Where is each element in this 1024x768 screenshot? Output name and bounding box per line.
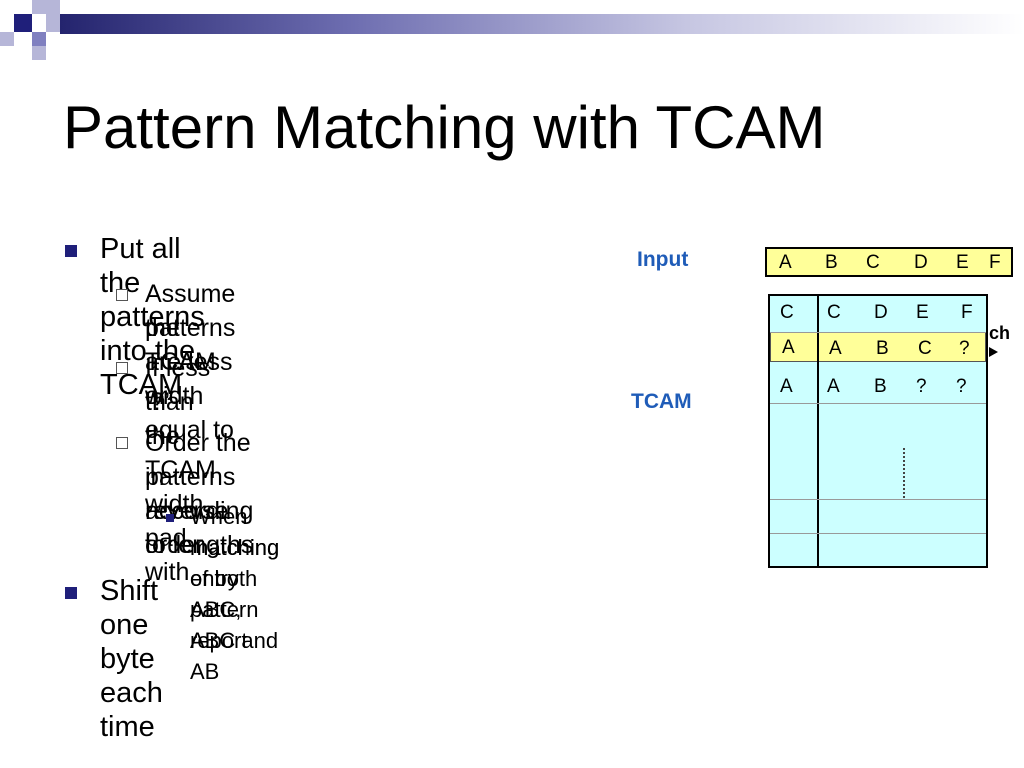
bullet-text: Put all the patterns into the TCAM [100, 233, 205, 401]
deco-square [0, 32, 14, 46]
matched-row-highlight [770, 332, 986, 362]
tcam-cell: C [780, 302, 794, 323]
tcam-cell: A [782, 337, 795, 358]
sub-bullet-text: the TCAM width [145, 314, 216, 410]
tcam-cell: A [829, 338, 842, 359]
tcam-label: TCAM [631, 390, 692, 413]
input-cell: A [779, 252, 792, 273]
input-cell: D [914, 252, 928, 273]
deco-square [14, 14, 32, 32]
row-divider [770, 403, 986, 404]
small-square-bullet-icon [166, 514, 174, 522]
tcam-cell: E [916, 302, 929, 323]
tcam-cell: C [827, 302, 841, 323]
deco-square [46, 14, 60, 32]
deco-square [32, 46, 46, 60]
input-cell: E [956, 252, 969, 273]
tcam-cell: B [876, 338, 889, 359]
hollow-square-bullet-icon [116, 437, 128, 449]
match-label: ch [989, 323, 1011, 343]
tcam-cell: B [874, 376, 887, 397]
match-arrow-icon [989, 347, 998, 357]
input-cell: F [989, 252, 1001, 273]
sub-sub-bullet-text: When matching entry ABC, report [190, 504, 280, 653]
sub-bullet-text: ‘?’ [145, 388, 171, 416]
bullet-text: Shift one byte each time [100, 575, 163, 743]
continuation-dots [903, 448, 905, 498]
deco-square [32, 0, 60, 14]
header-gradient-bar [60, 14, 1024, 34]
tcam-cell: ? [916, 376, 927, 397]
tcam-column-divider [817, 296, 819, 566]
sub-bullet-text: Assume patterns are less or equal to [145, 280, 236, 444]
row-divider [770, 332, 986, 333]
tcam-cell: F [961, 302, 973, 323]
bullet-square-icon [65, 245, 77, 257]
row-divider [770, 499, 986, 500]
sub-sub-bullet-text: matching of both pattern ABC and AB [190, 535, 280, 684]
input-row: A B C D E F [765, 247, 1013, 277]
sub-bullet-text: Order the patterns according to lengths [145, 429, 254, 559]
row-divider [770, 533, 986, 534]
tcam-cell: C [918, 338, 932, 359]
tcam-table: C C D E F A A B C ? A A B ? ? [768, 294, 988, 568]
bullet-square-icon [65, 587, 77, 599]
hollow-square-bullet-icon [116, 289, 128, 301]
tcam-cell: ? [959, 338, 970, 359]
deco-square [32, 32, 46, 46]
input-cell: B [825, 252, 838, 273]
tcam-cell: A [827, 376, 840, 397]
input-cell: C [866, 252, 880, 273]
hollow-square-bullet-icon [116, 362, 128, 374]
sub-bullet-text: If less than the TCAM width, pad with [145, 354, 216, 586]
tcam-cell: D [874, 302, 888, 323]
sub-bullet-text: in reverse order [145, 463, 229, 559]
input-label: Input [637, 248, 689, 271]
slide-title: Pattern Matching with TCAM [63, 94, 826, 161]
tcam-cell: A [780, 376, 793, 397]
tcam-cell: ? [956, 376, 967, 397]
